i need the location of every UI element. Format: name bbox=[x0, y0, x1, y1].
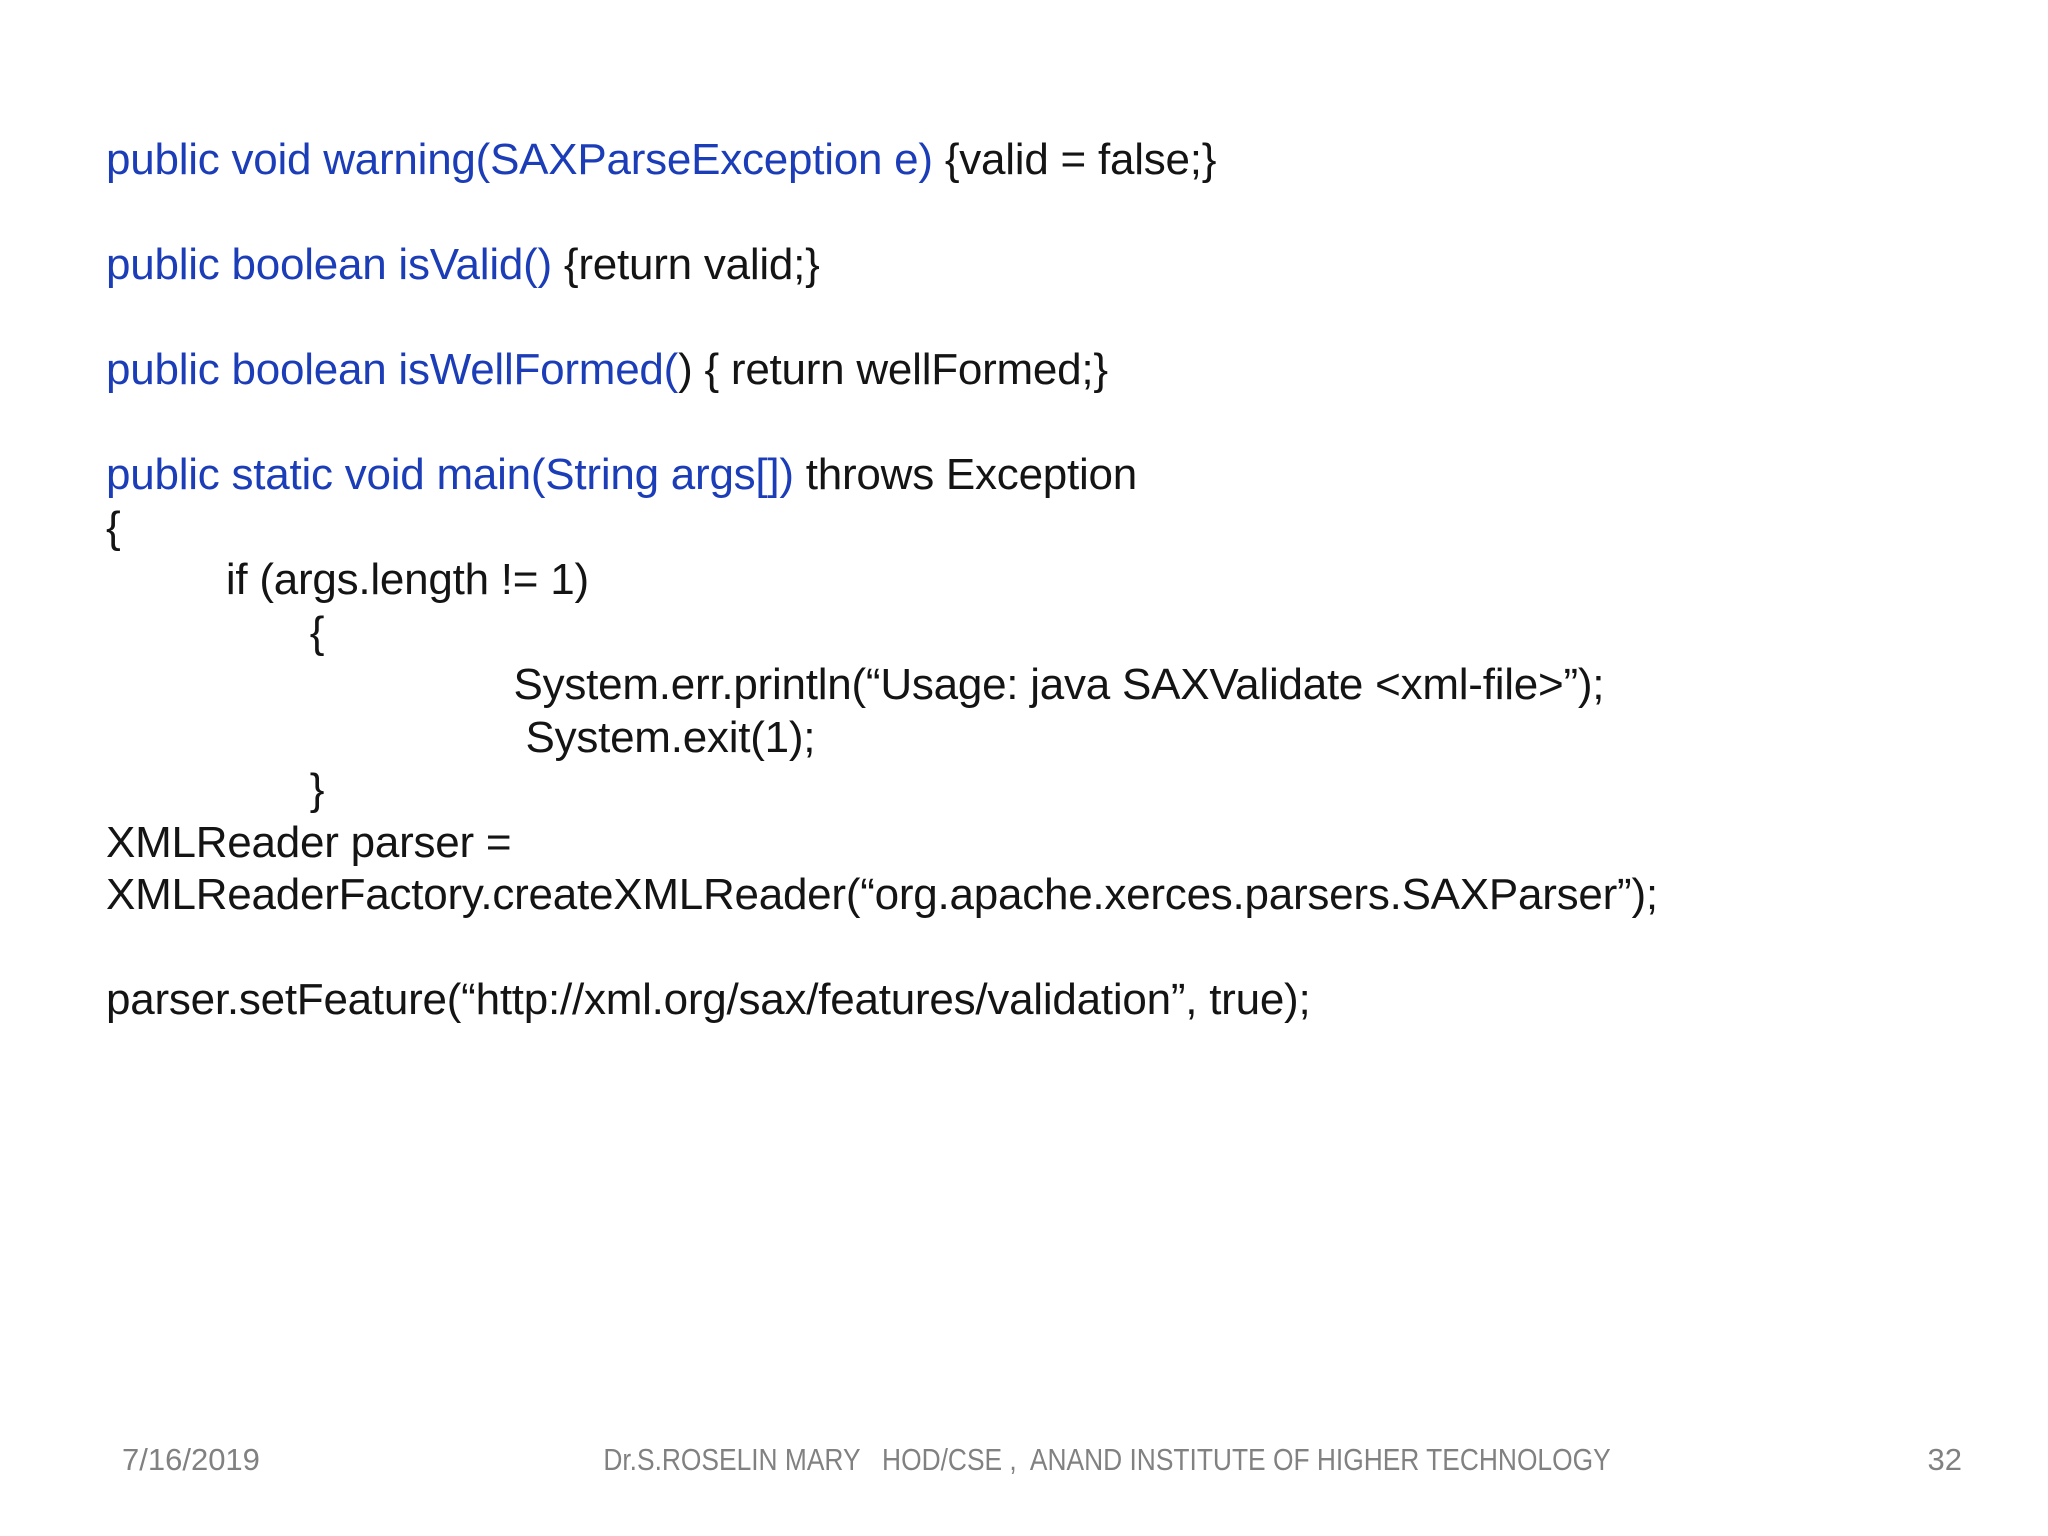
code-text-segment: {return valid;} bbox=[563, 240, 820, 289]
code-text-segment: System.exit(1); bbox=[106, 712, 816, 762]
code-line: { bbox=[106, 502, 1658, 555]
code-line: System.err.println(“Usage: java SAXValid… bbox=[106, 659, 1658, 712]
footer-date: 7/16/2019 bbox=[122, 1442, 260, 1477]
code-line-blank bbox=[106, 397, 1658, 450]
slide-footer: 7/16/2019 Dr.S.ROSELIN MARY HOD/CSE , AN… bbox=[0, 1442, 2048, 1486]
code-block: public void warning(SAXParseException e)… bbox=[106, 134, 1658, 1027]
code-line: XMLReaderFactory.createXMLReader(“org.ap… bbox=[106, 869, 1658, 922]
code-line-blank bbox=[106, 922, 1658, 975]
code-line: } bbox=[106, 764, 1658, 817]
code-line: { bbox=[106, 607, 1658, 660]
code-text-segment: if (args.length != 1) bbox=[106, 555, 589, 604]
code-text-segment: { bbox=[106, 607, 325, 657]
code-line: public boolean isWellFormed() { return w… bbox=[106, 344, 1658, 397]
footer-page-number: 32 bbox=[1927, 1442, 1962, 1477]
code-text-segment: {valid = false;} bbox=[944, 135, 1217, 184]
code-keyword-segment: public void warning(SAXParseException e) bbox=[106, 135, 945, 184]
code-text-segment: { bbox=[106, 502, 121, 552]
code-line: if (args.length != 1) bbox=[106, 554, 1658, 607]
code-line: public void warning(SAXParseException e)… bbox=[106, 134, 1658, 187]
code-text-segment: throws Exception bbox=[805, 450, 1138, 499]
code-line: public static void main(String args[]) t… bbox=[106, 449, 1658, 502]
code-line: public boolean isValid() {return valid;} bbox=[106, 239, 1658, 292]
code-line: System.exit(1); bbox=[106, 712, 1658, 765]
code-text-segment: XMLReaderFactory.createXMLReader(“org.ap… bbox=[106, 870, 1658, 919]
footer-author-text: Dr.S.ROSELIN MARY HOD/CSE , ANAND INSTIT… bbox=[603, 1442, 1611, 1477]
code-text-segment: parser.setFeature(“http://xml.org/sax/fe… bbox=[106, 975, 1311, 1024]
code-line: XMLReader parser = bbox=[106, 817, 1658, 870]
code-text-segment: XMLReader parser = bbox=[106, 817, 512, 867]
code-text-segment: ) { return wellFormed;} bbox=[678, 345, 1108, 394]
code-text-segment: } bbox=[106, 765, 325, 814]
code-text-segment: System.err.println(“Usage: java SAXValid… bbox=[106, 660, 1605, 709]
code-keyword-segment: public boolean isWellFormed( bbox=[106, 345, 679, 394]
footer-author: Dr.S.ROSELIN MARY HOD/CSE , ANAND INSTIT… bbox=[514, 1442, 1699, 1478]
code-line: parser.setFeature(“http://xml.org/sax/fe… bbox=[106, 974, 1658, 1027]
code-keyword-segment: public static void main(String args[]) bbox=[106, 450, 806, 499]
code-line-blank bbox=[106, 187, 1658, 240]
code-line-blank bbox=[106, 292, 1658, 345]
code-keyword-segment: public boolean isValid() bbox=[106, 240, 564, 289]
